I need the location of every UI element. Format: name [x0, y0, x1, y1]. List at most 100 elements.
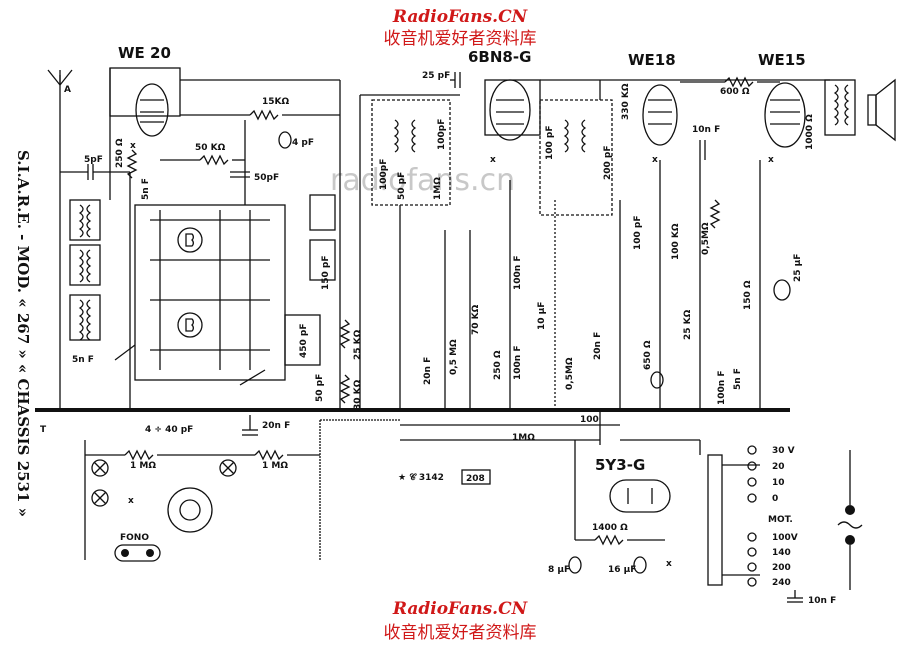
header-brand-cn: 收音机爱好者资料库 [384, 29, 537, 49]
band-switch [114, 204, 286, 386]
svg-text:FONO: FONO [120, 533, 149, 543]
lower-section-components: 4 ÷ 40 pF 1 MΩ 20n F 1 MΩ 1MΩ [85, 415, 535, 560]
svg-text:25 μF: 25 μF [793, 254, 803, 282]
resistor-15k: 15KΩ [180, 97, 340, 121]
stamp: ★ 𝒞 3142 208 [398, 469, 491, 485]
svg-text:70 KΩ: 70 KΩ [471, 304, 481, 335]
svg-text:20n F: 20n F [593, 332, 603, 360]
svg-text:20n F: 20n F [423, 357, 433, 385]
svg-text:600 Ω: 600 Ω [720, 87, 750, 97]
capacitor-4pf: 4 pF [278, 131, 314, 149]
svg-text:50 pF: 50 pF [397, 172, 407, 200]
svg-text:25 pF: 25 pF [422, 71, 450, 81]
svg-text:100 pF: 100 pF [633, 215, 643, 250]
svg-text:50 KΩ: 50 KΩ [195, 143, 226, 153]
watermark-text: radiofans.cn [330, 163, 515, 198]
svg-text:5pF: 5pF [84, 155, 103, 165]
filter-section: 1400 Ω 8 μF 16 μF x [548, 523, 672, 575]
input-capacitor: 5pF [60, 155, 130, 180]
svg-text:1400 Ω: 1400 Ω [592, 523, 628, 533]
svg-text:★ 𝒞 3142: ★ 𝒞 3142 [398, 472, 444, 483]
if-transformer-1: 100pF 50 pF 1MΩ 100pF [371, 99, 451, 206]
svg-text:30 KΩ: 30 KΩ [353, 379, 363, 410]
svg-text:A: A [64, 85, 71, 95]
svg-text:330 KΩ: 330 KΩ [621, 83, 631, 120]
svg-text:0,5MΩ: 0,5MΩ [565, 357, 575, 390]
svg-text:150 pF: 150 pF [321, 255, 331, 290]
power-transformer [707, 454, 760, 586]
svg-text:250 Ω: 250 Ω [115, 138, 125, 168]
svg-text:10 μF: 10 μF [537, 302, 547, 330]
capacitor-10nf: 10n F [692, 125, 720, 160]
svg-text:1MΩ: 1MΩ [512, 433, 535, 443]
svg-text:100pF: 100pF [379, 159, 389, 190]
volume-potentiometer: 0,5MΩ 100 KΩ [671, 199, 721, 260]
capacitor-50pf: 50pF [230, 171, 279, 183]
svg-text:200 pF: 200 pF [603, 145, 613, 180]
header-brand: RadioFans.CN [392, 7, 529, 27]
svg-text:x: x [490, 155, 496, 165]
resistors-25k-30k: 25 KΩ 30 KΩ [339, 319, 363, 410]
svg-text:30 V: 30 V [772, 446, 795, 456]
svg-text:MOT.: MOT. [768, 515, 793, 525]
svg-text:100n F: 100n F [513, 346, 523, 380]
svg-text:4 pF: 4 pF [292, 138, 314, 148]
svg-text:100pF: 100pF [437, 119, 447, 150]
svg-text:WE15: WE15 [758, 51, 806, 69]
svg-text:100: 100 [580, 415, 599, 425]
if-transformer-2: 100 pF 200 pF [539, 99, 613, 216]
svg-text:5n F: 5n F [141, 178, 151, 200]
svg-text:50 pF: 50 pF [315, 374, 325, 402]
svg-text:150 Ω: 150 Ω [743, 280, 753, 310]
interconnect-wires [109, 68, 830, 540]
svg-text:20: 20 [772, 462, 785, 472]
oscillator-coils: 150 pF 450 pF 50 pF [284, 194, 336, 402]
svg-text:1 MΩ: 1 MΩ [262, 461, 288, 471]
svg-text:6BN8-G: 6BN8-G [468, 48, 531, 66]
svg-text:0,5 MΩ: 0,5 MΩ [449, 339, 459, 375]
cathode-resistor-250: 250 Ω 5n F [115, 138, 151, 200]
svg-text:140: 140 [772, 548, 791, 558]
svg-text:650 Ω: 650 Ω [643, 340, 653, 370]
svg-text:15KΩ: 15KΩ [262, 97, 289, 107]
resistor-50k: 50 KΩ [160, 143, 245, 166]
svg-text:x: x [130, 141, 136, 151]
svg-text:x: x [128, 496, 134, 506]
svg-text:5n F: 5n F [72, 355, 94, 365]
voltage-selector: 30 V 20 10 0 100V 140 200 240 MOT. [747, 445, 798, 588]
svg-text:0: 0 [772, 494, 778, 504]
svg-text:1000 Ω: 1000 Ω [805, 114, 815, 150]
resistor-600: 600 Ω [680, 76, 780, 97]
capacitor-25pf: 25 pF [422, 71, 461, 88]
tube-6bn8g: 6BN8-G x [468, 48, 541, 165]
svg-text:10n F: 10n F [808, 596, 836, 606]
svg-text:x: x [768, 155, 774, 165]
svg-text:50pF: 50pF [254, 173, 279, 183]
svg-text:20n F: 20n F [262, 421, 290, 431]
svg-text:10: 10 [772, 478, 785, 488]
svg-text:WE18: WE18 [628, 51, 676, 69]
svg-text:1 MΩ: 1 MΩ [130, 461, 156, 471]
footer-brand-cn: 收音机爱好者资料库 [384, 623, 537, 643]
svg-text:250 Ω: 250 Ω [493, 350, 503, 380]
svg-text:5Y3-G: 5Y3-G [595, 456, 645, 474]
svg-text:5n F: 5n F [733, 368, 743, 390]
svg-text:25 KΩ: 25 KΩ [683, 309, 693, 340]
svg-text:WE 20: WE 20 [118, 44, 171, 62]
capacitor-25uf: 25 μF [773, 254, 803, 301]
svg-text:100n F: 100n F [717, 371, 727, 405]
svg-text:100 KΩ: 100 KΩ [671, 223, 681, 260]
mid-section-components: 20n F 0,5 MΩ 70 KΩ 250 Ω 100n F 10 μF 0,… [423, 160, 761, 425]
svg-text:10n F: 10n F [692, 125, 720, 135]
svg-text:x: x [666, 559, 672, 569]
pilot-lamps [84, 440, 237, 560]
svg-text:16 μF: 16 μF [608, 565, 636, 575]
svg-text:4 ÷ 40 pF: 4 ÷ 40 pF [145, 425, 193, 435]
side-title: S.I.A.R.E. - MOD. « 267 » « CHASSIS 2531… [14, 150, 32, 517]
rectifier-5y3g: 5Y3-G [595, 456, 671, 513]
svg-text:8 μF: 8 μF [548, 565, 570, 575]
svg-text:208: 208 [466, 474, 485, 484]
mains-plug: 10n F [787, 450, 863, 606]
svg-text:25 KΩ: 25 KΩ [353, 329, 363, 360]
